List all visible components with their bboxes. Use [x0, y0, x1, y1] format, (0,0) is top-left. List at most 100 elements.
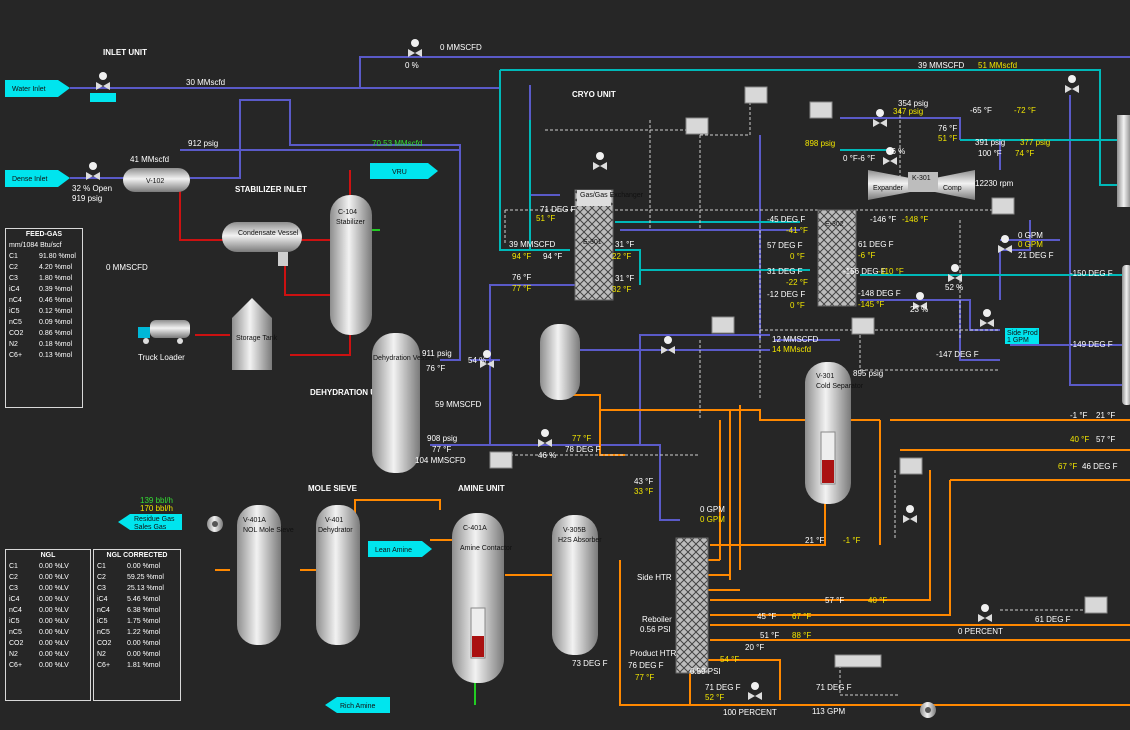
- nol-mole-sieve[interactable]: V-401A NOL Mole Sieve: [237, 505, 294, 645]
- side-prod-arrow[interactable]: Side Prod 1 GPM: [1005, 328, 1039, 344]
- truck-loader[interactable]: Truck Loader: [138, 320, 190, 362]
- valve-icon[interactable]: [480, 350, 494, 368]
- composition-row: C6+1.81 %mol: [94, 660, 180, 671]
- valve-icon[interactable]: [96, 72, 110, 90]
- svg-text:0 GPM: 0 GPM: [700, 515, 725, 524]
- gas-gas-exchanger[interactable]: Gas/Gas Exchanger E-301: [574, 189, 644, 301]
- valve-icon[interactable]: [661, 336, 675, 354]
- pump-icon[interactable]: [207, 516, 223, 532]
- controller-icon[interactable]: [1084, 596, 1108, 614]
- component-value: 0.00 %LV: [39, 618, 69, 625]
- composition-row: C2 4.20 %mol: [6, 262, 82, 273]
- condensate-vessel[interactable]: Condensate Vessel: [222, 222, 302, 266]
- valve-icon[interactable]: [978, 604, 992, 622]
- valve-icon[interactable]: [408, 39, 422, 57]
- svg-text:911 psig: 911 psig: [422, 349, 452, 358]
- component-name: iC5: [97, 618, 108, 625]
- svg-text:46 %: 46 %: [538, 451, 556, 460]
- stabilizer-column[interactable]: C-104 Stabilizer: [330, 195, 372, 335]
- component-name: nC5: [97, 629, 110, 636]
- valve-icon[interactable]: [903, 505, 917, 523]
- composition-row: C2 0.00 %LV: [6, 572, 90, 583]
- svg-text:V-305B: V-305B: [563, 527, 586, 534]
- vru-arrow[interactable]: VRU: [370, 163, 438, 179]
- valve-icon[interactable]: [538, 429, 552, 447]
- component-value: 0.00 %mol: [127, 651, 161, 658]
- component-name: C3: [9, 275, 18, 282]
- dehydrator-vessel[interactable]: V-401 Dehydrator: [316, 505, 360, 645]
- svg-text:77 °F: 77 °F: [512, 284, 531, 293]
- expander-compressor[interactable]: Expander Comp K-301: [868, 170, 975, 200]
- valve-icon[interactable]: [1065, 75, 1079, 93]
- amine-contactor[interactable]: C-401A Amine Contactor: [452, 513, 513, 683]
- controller-icon[interactable]: [851, 317, 875, 335]
- rich-amine-arrow[interactable]: Rich Amine: [325, 697, 390, 713]
- svg-text:912 psig: 912 psig: [188, 139, 218, 148]
- svg-text:54 °F: 54 °F: [720, 655, 739, 664]
- sales-gas-arrow[interactable]: Residue Gas Sales Gas: [118, 514, 182, 531]
- svg-text:-41 °F: -41 °F: [786, 226, 808, 235]
- controller-icon[interactable]: [711, 316, 735, 334]
- inlet-unit-title: INLET UNIT: [103, 48, 147, 57]
- svg-text:94 °F: 94 °F: [543, 252, 562, 261]
- storage-tank[interactable]: Storage Tank: [232, 298, 278, 370]
- side-reboiler-stack[interactable]: Side HTR Reboiler 0.56 PSI Product HTR 0…: [630, 537, 721, 676]
- svg-text:0 °F: 0 °F: [790, 301, 805, 310]
- component-value: 0.00 %LV: [39, 574, 69, 581]
- svg-text:70.53 MMscfd: 70.53 MMscfd: [372, 139, 422, 148]
- svg-text:Comp: Comp: [943, 185, 962, 192]
- valve-icon[interactable]: [913, 292, 927, 310]
- lean-amine-arrow[interactable]: Lean Amine: [368, 541, 432, 557]
- controller-icon[interactable]: [899, 457, 923, 475]
- v102-vessel[interactable]: V-102: [123, 168, 190, 192]
- valve-icon[interactable]: [593, 152, 607, 170]
- valve-icon[interactable]: [980, 309, 994, 327]
- component-name: C2: [9, 264, 18, 271]
- svg-text:0 %: 0 %: [405, 61, 419, 70]
- controller-icon[interactable]: [834, 654, 882, 668]
- dehydration-vessel[interactable]: Dehydration Vessel: [372, 333, 434, 473]
- svg-text:Side HTR: Side HTR: [637, 573, 672, 582]
- dehydration-unit-title: DEHYDRATION UNIT: [310, 388, 389, 397]
- valve-icon[interactable]: [883, 147, 897, 165]
- water-inlet-arrow[interactable]: Water Inlet: [5, 80, 70, 97]
- svg-text:V-401: V-401: [325, 517, 343, 524]
- sales-gas-flow-1: 139 bbl/h: [140, 496, 173, 505]
- cold-separator[interactable]: V-301 Cold Separator: [805, 362, 864, 504]
- controller-icon[interactable]: [991, 197, 1015, 215]
- ngl-title: NGL: [40, 552, 56, 559]
- svg-text:45 °F: 45 °F: [757, 612, 776, 621]
- controller-icon[interactable]: [744, 86, 768, 104]
- controller-icon[interactable]: [489, 451, 513, 469]
- component-name: nC4: [9, 607, 22, 614]
- component-value: 4.20 %mol: [39, 264, 73, 271]
- component-value: 0.18 %mol: [39, 341, 73, 348]
- valve-icon[interactable]: [998, 235, 1012, 253]
- flash-drum[interactable]: [540, 324, 580, 400]
- svg-text:C-401A: C-401A: [463, 525, 487, 532]
- dense-inlet-arrow[interactable]: Dense Inlet: [5, 170, 70, 187]
- component-value: 1.81 %mol: [127, 662, 161, 669]
- cold-box-exchanger[interactable]: E-302: [817, 209, 857, 307]
- valve-icon[interactable]: [86, 162, 100, 180]
- pump-icon[interactable]: [920, 702, 936, 718]
- svg-text:57 DEG F: 57 DEG F: [767, 241, 803, 250]
- h2s-absorber[interactable]: V-305B H2S Absorber: [552, 515, 602, 655]
- svg-text:-72 °F: -72 °F: [1014, 106, 1036, 115]
- valve-icon[interactable]: [948, 264, 962, 282]
- controller-icon[interactable]: [809, 101, 833, 119]
- controller-icon[interactable]: [685, 117, 709, 135]
- svg-text:895 psig: 895 psig: [853, 369, 883, 378]
- svg-text:30 MMscfd: 30 MMscfd: [186, 78, 225, 87]
- svg-text:76 °F: 76 °F: [512, 273, 531, 282]
- svg-text:51 °F: 51 °F: [536, 214, 555, 223]
- valve-icon[interactable]: [873, 109, 887, 127]
- svg-text:V-301: V-301: [816, 373, 834, 380]
- component-name: C2: [9, 574, 18, 581]
- component-value: 0.00 %LV: [39, 629, 69, 636]
- valve-icon[interactable]: [748, 682, 762, 700]
